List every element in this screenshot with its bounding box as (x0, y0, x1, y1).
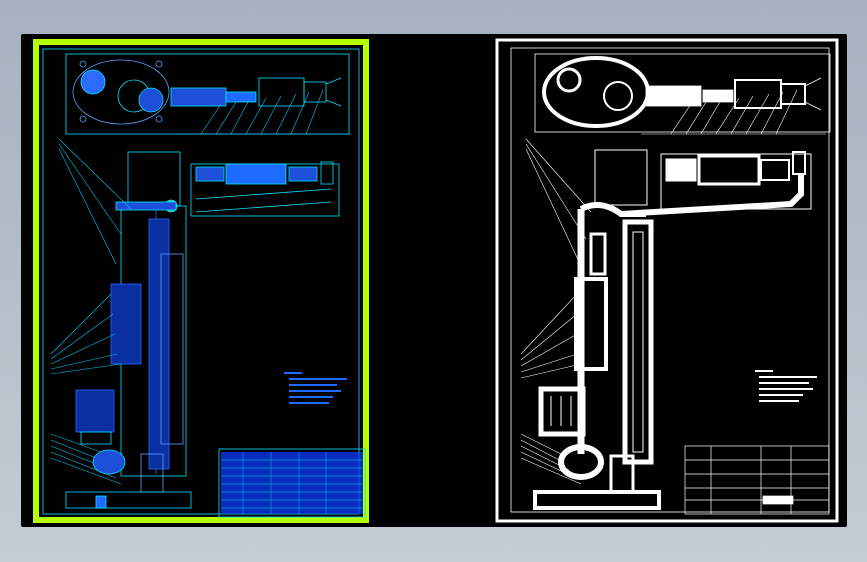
cad-drawing (33, 38, 839, 523)
technical-notes (284, 372, 347, 404)
title-block (218, 448, 366, 518)
top-arm-view (65, 53, 350, 135)
top-leader-lines (176, 89, 351, 135)
sheet-left-border (33, 39, 369, 523)
title-block-mono (684, 445, 830, 515)
sheet-left-inner-border (42, 48, 360, 515)
middle-arm-view (190, 161, 340, 217)
sheet-right-inner-border (510, 47, 830, 513)
sheet-right-border (495, 38, 839, 523)
cad-viewport[interactable] (21, 34, 847, 527)
base-assembly-mono (533, 386, 661, 510)
top-leader-lines-mono (641, 89, 826, 135)
middle-arm-view-mono (620, 151, 812, 217)
top-arm-view-mono (534, 53, 831, 133)
vertical-column-view (110, 151, 187, 477)
base-assembly (65, 389, 192, 509)
sheet-left[interactable] (33, 39, 369, 523)
technical-notes-mono (755, 370, 817, 402)
vertical-column-view-mono (574, 149, 654, 465)
sheet-right[interactable] (495, 38, 839, 523)
